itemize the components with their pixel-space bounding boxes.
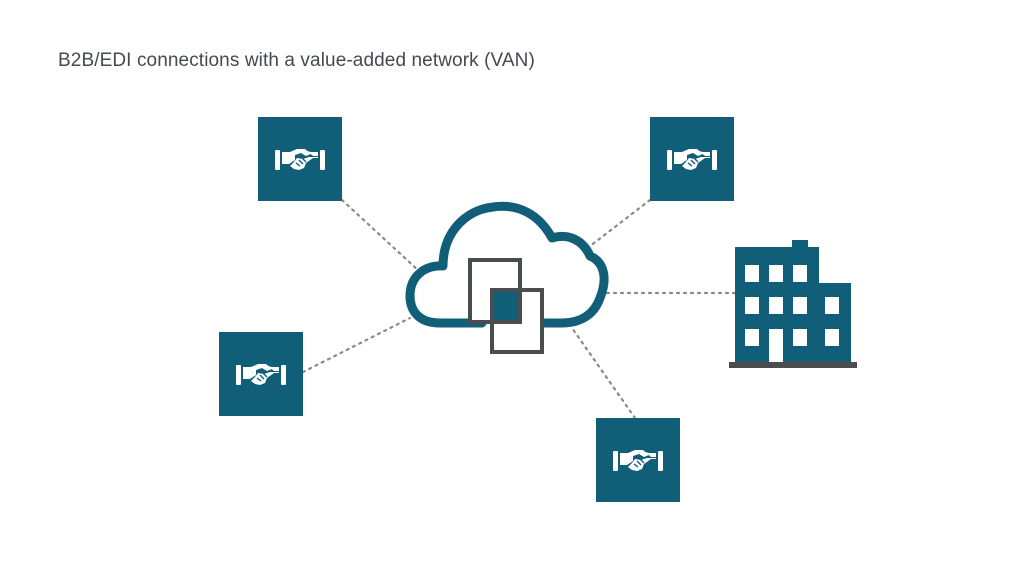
cloud-icon [405, 201, 609, 328]
van-cloud [405, 201, 609, 354]
connector-partner-3 [301, 316, 412, 374]
building-icon [729, 240, 857, 368]
ground-line [729, 362, 857, 368]
documents-icon [468, 258, 544, 354]
partner-node-4 [596, 418, 680, 502]
partner-node-2 [650, 117, 734, 201]
connector-partner-1 [340, 198, 422, 274]
connector-partner-2 [583, 198, 652, 252]
partner-node-1 [258, 117, 342, 201]
partner-node-3 [219, 332, 303, 416]
connector-partner-4 [570, 326, 637, 420]
company-node [729, 240, 857, 368]
connector-lines [301, 198, 737, 420]
diagram-title: B2B/EDI connections with a value-added n… [58, 50, 535, 71]
